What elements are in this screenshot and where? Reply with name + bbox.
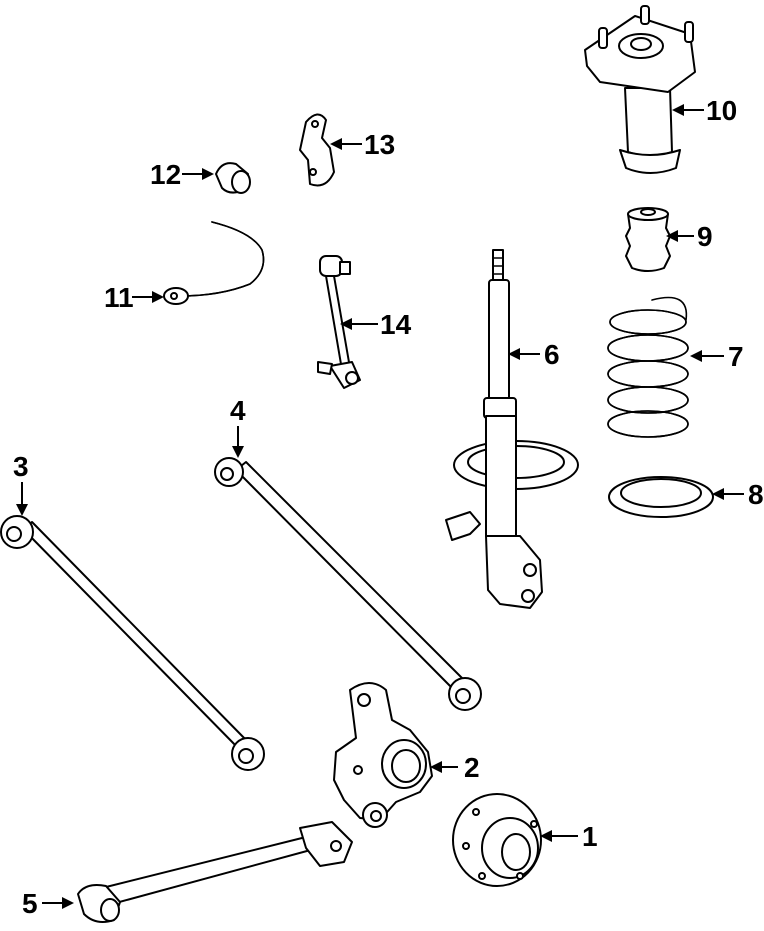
stabilizer-link-part[interactable] — [317, 255, 361, 389]
spring-seat-part[interactable] — [608, 476, 714, 518]
trailing-arm-part[interactable] — [77, 821, 353, 923]
callout-6-label: 6 — [544, 339, 560, 370]
callout-4-label: 4 — [230, 395, 246, 426]
lower-control-arm-part[interactable] — [0, 515, 265, 771]
callout-1[interactable]: 1 — [540, 821, 598, 852]
strut-assembly-part[interactable] — [445, 249, 579, 609]
callout-2[interactable]: 2 — [430, 752, 480, 783]
upper-control-arm-part[interactable] — [214, 457, 482, 711]
callout-3[interactable]: 3 — [13, 451, 29, 516]
callout-5-label: 5 — [22, 888, 38, 919]
callout-12-label: 12 — [150, 159, 181, 190]
callout-14[interactable]: 14 — [340, 309, 412, 340]
steering-knuckle-part[interactable] — [333, 682, 433, 828]
callout-7-label: 7 — [728, 341, 744, 372]
callout-13-label: 13 — [364, 129, 395, 160]
strut-mount-part[interactable] — [584, 5, 696, 174]
callout-14-label: 14 — [380, 309, 412, 340]
callout-12[interactable]: 12 — [150, 159, 214, 190]
callout-1-label: 1 — [582, 821, 598, 852]
stabilizer-bar-part[interactable] — [163, 221, 265, 305]
callout-11-label: 11 — [104, 282, 134, 313]
bump-stop-part[interactable] — [625, 207, 671, 272]
callout-2-label: 2 — [464, 752, 480, 783]
callout-3-label: 3 — [13, 451, 29, 482]
callout-10-label: 10 — [706, 95, 737, 126]
callout-4[interactable]: 4 — [230, 395, 246, 458]
callout-7[interactable]: 7 — [690, 341, 744, 372]
callout-11[interactable]: 11 — [104, 282, 164, 313]
callout-9[interactable]: 9 — [666, 221, 713, 252]
callout-8-label: 8 — [748, 479, 764, 510]
callout-5[interactable]: 5 — [22, 888, 74, 919]
callout-9-label: 9 — [697, 221, 713, 252]
callout-6[interactable]: 6 — [508, 339, 560, 370]
callout-10[interactable]: 10 — [672, 95, 737, 126]
stabilizer-bracket-part[interactable] — [299, 113, 335, 187]
stabilizer-bushing-part[interactable] — [215, 162, 251, 194]
callout-8[interactable]: 8 — [712, 479, 764, 510]
callout-13[interactable]: 13 — [330, 129, 395, 160]
coil-spring-part[interactable] — [607, 296, 689, 438]
wheel-hub-part[interactable] — [452, 793, 542, 887]
